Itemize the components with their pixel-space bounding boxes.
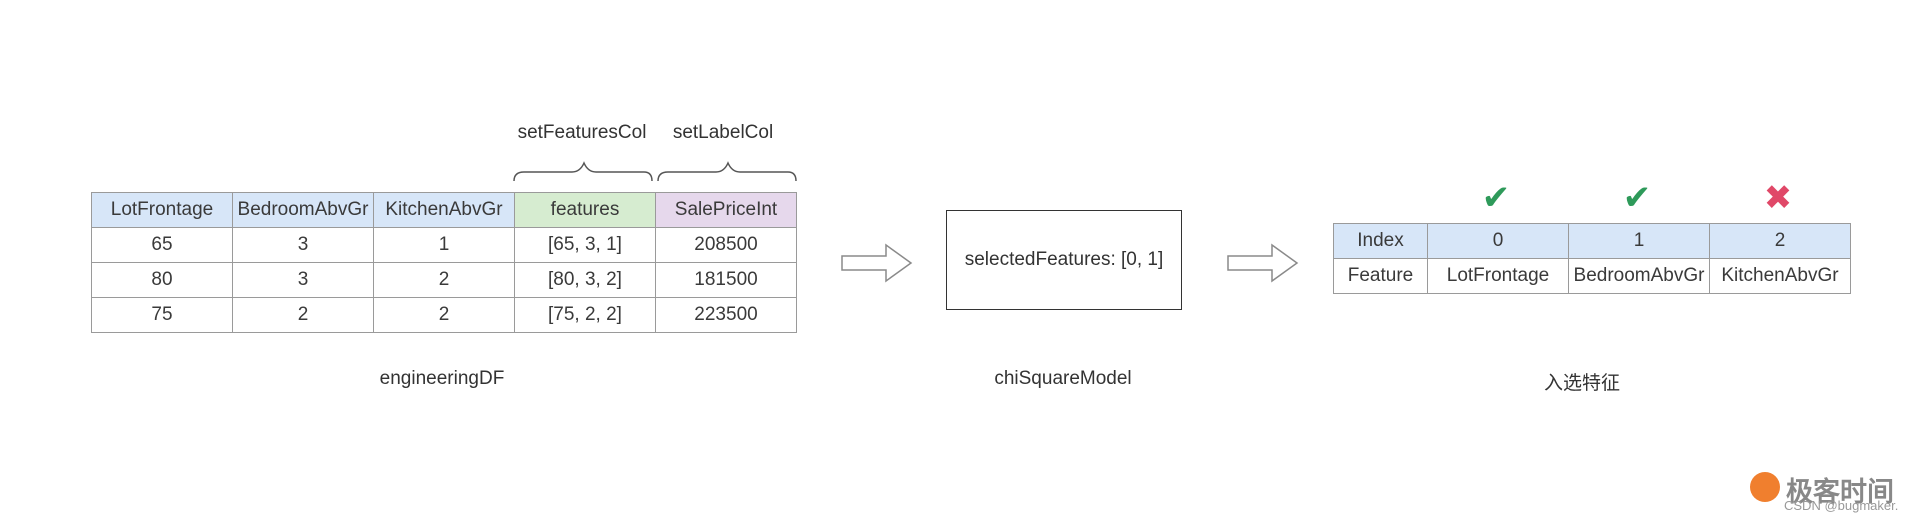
table-cell: 3 bbox=[232, 262, 374, 298]
table-cell: 181500 bbox=[655, 262, 797, 298]
check-icon: ✔ bbox=[1622, 179, 1652, 217]
arrow-right-icon bbox=[1227, 243, 1299, 283]
table-cell: 75 bbox=[91, 297, 233, 333]
logo-icon bbox=[1750, 472, 1780, 502]
arrow-right-icon bbox=[841, 243, 913, 283]
selected-features-text: selectedFeatures: [0, 1] bbox=[964, 249, 1164, 270]
table-cell: 2 bbox=[373, 262, 515, 298]
check-icon: ✔ bbox=[1481, 179, 1511, 217]
index-cell: 1 bbox=[1568, 223, 1710, 259]
table-row: 80 3 2 [80, 3, 2] 181500 bbox=[91, 262, 797, 298]
table-cell: 3 bbox=[232, 227, 374, 263]
brace-icon bbox=[513, 161, 797, 182]
table-cell: [80, 3, 2] bbox=[514, 262, 656, 298]
column-header: LotFrontage bbox=[91, 192, 233, 228]
table-cell: 65 bbox=[91, 227, 233, 263]
feature-header: Feature bbox=[1333, 258, 1428, 294]
selected-features-table: Index 0 1 2 Feature LotFrontage BedroomA… bbox=[1333, 223, 1851, 294]
table-row: 75 2 2 [75, 2, 2] 223500 bbox=[91, 297, 797, 333]
table-cell: 223500 bbox=[655, 297, 797, 333]
engineering-df-table: LotFrontage BedroomAbvGr KitchenAbvGr fe… bbox=[91, 192, 797, 333]
index-cell: 0 bbox=[1427, 223, 1569, 259]
table-cell: 208500 bbox=[655, 227, 797, 263]
engineering-df-caption: engineeringDF bbox=[379, 368, 505, 389]
table-cell: 1 bbox=[373, 227, 515, 263]
table-cell: [75, 2, 2] bbox=[514, 297, 656, 333]
feature-cell: KitchenAbvGr bbox=[1709, 258, 1851, 294]
column-header: BedroomAbvGr bbox=[232, 192, 374, 228]
index-cell: 2 bbox=[1709, 223, 1851, 259]
brace-label-label: setLabelCol bbox=[672, 122, 774, 143]
table-row: Feature LotFrontage BedroomAbvGr Kitchen… bbox=[1333, 258, 1851, 294]
column-header: KitchenAbvGr bbox=[373, 192, 515, 228]
cross-icon: ✖ bbox=[1763, 179, 1793, 217]
index-header: Index bbox=[1333, 223, 1428, 259]
table-cell: [65, 3, 1] bbox=[514, 227, 656, 263]
table-header-row: LotFrontage BedroomAbvGr KitchenAbvGr fe… bbox=[91, 192, 797, 228]
table-cell: 80 bbox=[91, 262, 233, 298]
column-header: SalePriceInt bbox=[655, 192, 797, 228]
table-cell: 2 bbox=[232, 297, 374, 333]
brace-label-features: setFeaturesCol bbox=[517, 122, 647, 143]
selection-caption: 入选特征 bbox=[1543, 373, 1620, 394]
table-header-row: Index 0 1 2 bbox=[1333, 223, 1851, 259]
feature-cell: BedroomAbvGr bbox=[1568, 258, 1710, 294]
column-header: features bbox=[514, 192, 656, 228]
chi-square-model-caption: chiSquareModel bbox=[994, 368, 1132, 389]
table-row: 65 3 1 [65, 3, 1] 208500 bbox=[91, 227, 797, 263]
chi-square-model-box: selectedFeatures: [0, 1] bbox=[946, 210, 1182, 310]
table-cell: 2 bbox=[373, 297, 515, 333]
feature-cell: LotFrontage bbox=[1427, 258, 1569, 294]
brand-logo: 极客时间 bbox=[1786, 477, 1894, 507]
watermark: CSDN @bugmaker. bbox=[1784, 498, 1899, 513]
